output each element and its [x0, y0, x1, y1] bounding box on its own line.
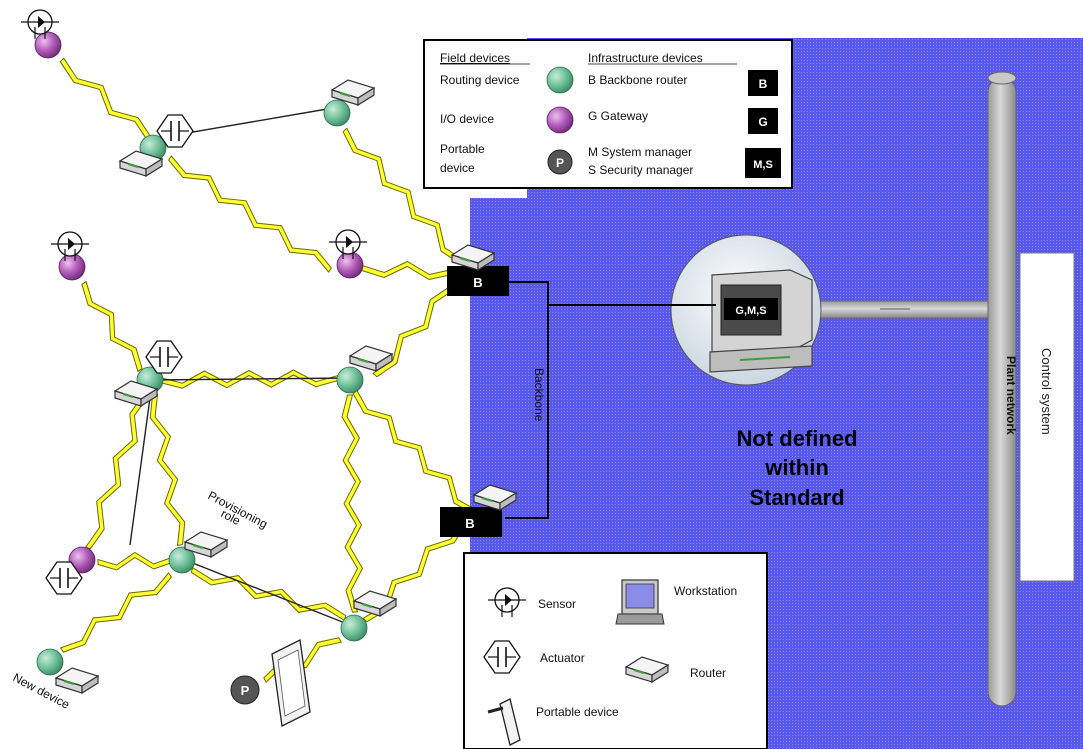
svg-text:B: B: [473, 275, 482, 290]
legend-top: Field devices Infrastructure devices Rou…: [423, 39, 793, 189]
legend-gateway-label: G Gateway: [588, 109, 648, 123]
legend-actuator-label: Actuator: [540, 651, 585, 665]
legend-infra-heading: Infrastructure devices: [588, 51, 703, 65]
legend-backbone-badge: B: [759, 77, 768, 91]
not-defined-line-1: Not defined: [737, 426, 858, 451]
wireless-links: [59, 57, 478, 684]
not-defined-line-2: within: [764, 455, 829, 480]
backbone-router-bottom: B: [440, 484, 517, 537]
legend-routing-label: Routing device: [440, 73, 520, 87]
legend-portable-label-1: Portable: [440, 142, 485, 156]
wireless-link: [97, 551, 173, 571]
svg-text:B: B: [465, 516, 474, 531]
wireless-link: [59, 57, 153, 143]
wireless-link: [352, 389, 478, 515]
legend-system-manager-label: M System manager: [588, 145, 692, 159]
gms-workstation: G,M,S: [709, 269, 813, 373]
legend-portable-label-2: device: [440, 161, 475, 175]
plant-network-label: Plant network: [1004, 356, 1018, 435]
control-system-box: [1019, 252, 1075, 582]
legend-security-manager-label: S Security manager: [588, 163, 693, 177]
legend-ms-badge: M,S: [753, 159, 773, 171]
legend-backbone-label: B Backbone router: [588, 73, 687, 87]
legend-portable-badge: P: [556, 156, 564, 170]
legend-bottom: Sensor Actuator Portable device Workstat…: [463, 552, 768, 749]
backbone-cable: [505, 281, 716, 519]
wireless-link: [59, 572, 173, 653]
field-devices: P: [20, 9, 397, 727]
legend-workstation-label: Workstation: [674, 584, 737, 598]
backbone-router-top: B: [447, 244, 509, 296]
wireless-link: [263, 637, 342, 684]
wireless-link: [167, 155, 333, 273]
wireless-link: [81, 280, 143, 373]
wireless-link: [84, 393, 150, 550]
legend-portable-label: Portable device: [536, 705, 619, 719]
workstation-screen-label: G,M,S: [735, 305, 766, 317]
control-system-label: Control system: [1039, 348, 1054, 435]
not-defined-line-3: Standard: [749, 485, 844, 510]
wireless-link: [149, 394, 186, 546]
svg-text:P: P: [241, 683, 250, 698]
portable-device: P: [230, 639, 311, 727]
wireless-link: [341, 394, 364, 613]
legend-field-heading: Field devices: [440, 51, 510, 65]
wireless-link: [361, 260, 453, 281]
legend-workstation-icon: [615, 579, 665, 625]
legend-router-label: Router: [690, 666, 726, 680]
wireless-link: [190, 566, 347, 622]
legend-io-label: I/O device: [440, 112, 494, 126]
legend-gateway-badge: G: [758, 115, 767, 129]
backbone-label: Backbone: [532, 368, 546, 422]
legend-sensor-label: Sensor: [538, 597, 576, 611]
legend-portable-icon: [487, 698, 521, 746]
